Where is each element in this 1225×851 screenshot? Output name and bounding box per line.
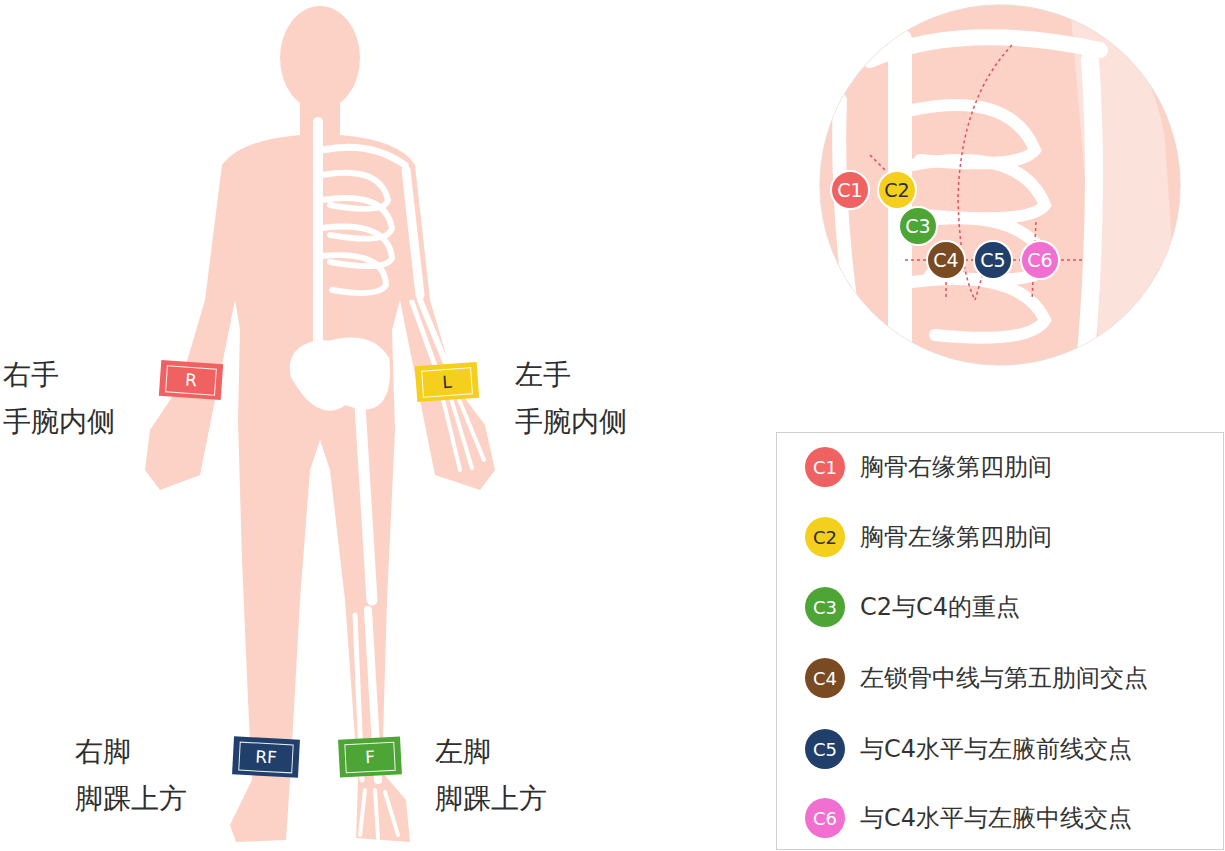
- legend-text: C2与C4的重点: [860, 591, 1020, 623]
- legend-number: C1: [813, 457, 837, 478]
- body-part-label: 右手: [3, 356, 59, 394]
- chest-electrode: C1: [830, 170, 870, 210]
- electrode-name: R: [184, 370, 197, 391]
- chest-electrode: C2: [877, 170, 917, 210]
- electrode-band: R: [159, 360, 223, 400]
- legend-text: 胸骨左缘第四肋间: [860, 521, 1052, 553]
- electrode-name: C2: [884, 179, 909, 201]
- position-label: 脚踝上方: [75, 780, 187, 818]
- chest-electrode: C4: [926, 240, 966, 280]
- legend-text: 与C4水平与左腋中线交点: [860, 802, 1132, 834]
- electrode-band: F: [338, 736, 402, 777]
- body-part-label: 左手: [515, 356, 571, 394]
- skeleton: [294, 122, 484, 838]
- electrode-name: L: [442, 372, 453, 393]
- electrode-name: F: [365, 747, 376, 767]
- chest-inset: [820, 5, 1180, 365]
- electrode-band: RF: [232, 736, 300, 777]
- electrode-name: C6: [1027, 249, 1052, 271]
- chest-electrode: C6: [1020, 240, 1060, 280]
- legend-text: 胸骨右缘第四肋间: [860, 451, 1052, 483]
- position-label: 脚踝上方: [435, 780, 547, 818]
- legend-number: C5: [813, 739, 837, 760]
- legend-number: C4: [813, 668, 837, 689]
- electrode-band: L: [415, 362, 479, 402]
- electrode-name: C4: [933, 249, 958, 271]
- electrode-name: C1: [837, 179, 862, 201]
- legend-number: C3: [813, 597, 837, 618]
- body-part-label: 右脚: [75, 733, 131, 771]
- legend-number: C6: [813, 808, 837, 829]
- legend-text: 左锁骨中线与第五肋间交点: [860, 662, 1148, 694]
- body-silhouette: [145, 6, 495, 842]
- position-label: 手腕内侧: [3, 403, 115, 441]
- legend-box: [776, 432, 1224, 850]
- legend-text: 与C4水平与左腋前线交点: [860, 733, 1132, 765]
- electrode-name: C3: [905, 215, 930, 237]
- position-label: 手腕内侧: [515, 403, 627, 441]
- chest-electrode: C5: [973, 240, 1013, 280]
- electrode-name: RF: [255, 746, 278, 767]
- electrode-name: C5: [980, 249, 1005, 271]
- legend-number: C2: [813, 527, 837, 548]
- chest-electrode: C3: [898, 206, 938, 246]
- body-part-label: 左脚: [435, 733, 491, 771]
